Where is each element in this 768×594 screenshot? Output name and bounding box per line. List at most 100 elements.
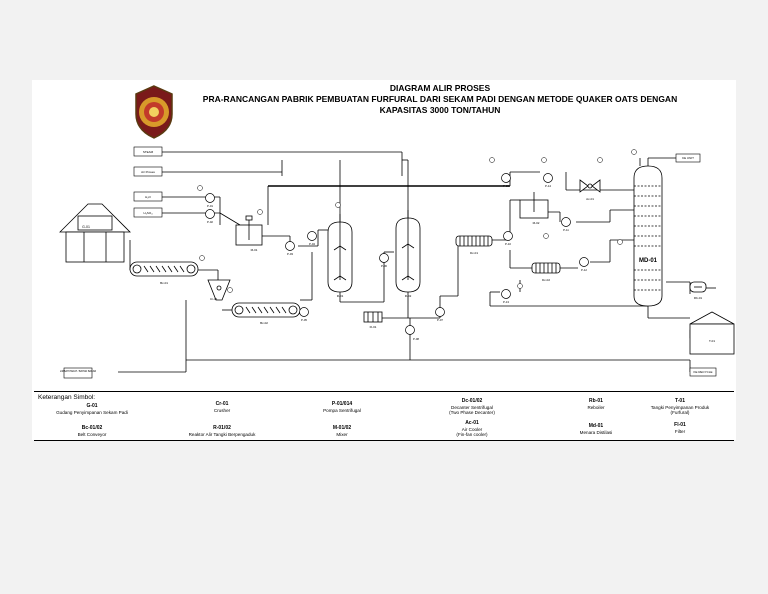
instrument-bubble (543, 233, 549, 239)
equipment-label: G-01 (82, 225, 90, 229)
equipment-label: R-01 (337, 294, 344, 298)
reactor-r02 (395, 210, 421, 293)
stream-label: H₂O (145, 195, 151, 199)
pump-p02 (205, 209, 215, 219)
instrument-bubble (335, 202, 341, 208)
pump-label: P-03 (287, 252, 293, 256)
pump-p12 (579, 257, 589, 267)
distillation-column-md01 (633, 165, 663, 307)
pump-label: P-07 (437, 318, 443, 322)
to-unit-box (675, 153, 701, 163)
instrument-bubble (517, 283, 523, 289)
pump-label: P-11 (563, 228, 569, 232)
stream-label: H₂SO₄ (144, 211, 154, 215)
acid-source (133, 207, 163, 218)
reactor-r01 (327, 214, 353, 293)
storage-tank-t01 (689, 311, 735, 355)
stream-label: LIMBAH PADAT / BAHAN BAKAR (60, 370, 96, 373)
pump-p13 (501, 289, 511, 299)
equipment-label: Bc-02 (260, 321, 268, 325)
diagram-subtitle: PRA-RANCANGAN PABRIK PEMBUATAN FURFURAL … (202, 94, 678, 104)
pump-label: P-14 (545, 184, 551, 188)
steam-source (133, 146, 163, 157)
pump-p07 (435, 307, 445, 317)
belt-conveyor-bc02 (231, 302, 301, 318)
diagram-title: DIAGRAM ALIR PROSES (389, 83, 491, 93)
pump-label: P-12 (581, 268, 587, 272)
decanter-dc02 (531, 262, 561, 274)
pump-p06 (379, 253, 389, 263)
filter-fl01 (363, 311, 383, 323)
decanter-dc01 (455, 235, 493, 247)
diagram-capacity: KAPASITAS 3000 TON/TAHUN (379, 105, 501, 115)
pump-label: P-05 (301, 318, 307, 322)
equipment-label: M-01 (251, 248, 258, 252)
pump-label: P-13 (503, 300, 509, 304)
equipment-label: Fl-01 (370, 325, 377, 329)
legend-heading: Keterangan Simbol: (38, 394, 96, 401)
stream-label: Air Proses (141, 170, 155, 174)
pump-p08 (405, 325, 415, 335)
instrument-bubble (597, 157, 603, 163)
instrument-bubble (617, 239, 623, 245)
pump-label: P-01 (207, 204, 213, 208)
pump-p01 (205, 193, 215, 203)
pump-label: P-10 (505, 242, 511, 246)
to-recycle-box (689, 367, 717, 377)
university-logo (135, 85, 173, 139)
equipment-label: MD-01 (639, 258, 658, 264)
pump-label: P-08 (413, 337, 419, 341)
equipment-label: T-01 (709, 339, 715, 343)
equipment-label: Dc-02 (542, 278, 550, 282)
pump-label: P-09 (503, 184, 509, 188)
water-source (133, 191, 163, 202)
reboiler-rb01 (689, 281, 707, 293)
equipment-label: Rb-01 (694, 296, 703, 300)
stream-label: KE UNIT (682, 156, 694, 160)
pump-p14 (543, 173, 553, 183)
process-water-source (133, 166, 163, 177)
pump-label: P-04 (309, 242, 315, 246)
equipment-label: M-02 (533, 221, 540, 225)
instrument-bubble (541, 157, 547, 163)
instrument-bubble (631, 149, 637, 155)
mixer-m01 (235, 215, 263, 246)
solid-waste-box (63, 367, 93, 379)
pump-p10 (503, 231, 513, 241)
equipment-label: R-02 (405, 294, 412, 298)
stream-label: STEAM (143, 150, 154, 154)
warehouse-g01 (59, 203, 131, 263)
pump-p03 (285, 241, 295, 251)
air-cooler-ac01 (579, 179, 601, 193)
pump-label: P-06 (381, 264, 387, 268)
instrument-bubble (227, 287, 233, 293)
pump-p04 (307, 231, 317, 241)
pump-p05 (299, 307, 309, 317)
equipment-label: Dc-01 (470, 251, 478, 255)
mixer-m02 (519, 192, 549, 219)
equipment-label: Ac-01 (586, 197, 594, 201)
instrument-bubble (257, 209, 263, 215)
crusher-cr01 (207, 279, 231, 301)
equipment-label: Cr-01 (210, 297, 218, 301)
belt-conveyor-bc01 (129, 261, 199, 277)
equipment-label: Bc-01 (160, 281, 168, 285)
pump-p11 (561, 217, 571, 227)
instrument-bubble (489, 157, 495, 163)
instrument-bubble (197, 185, 203, 191)
pump-label: P-02 (207, 220, 213, 224)
